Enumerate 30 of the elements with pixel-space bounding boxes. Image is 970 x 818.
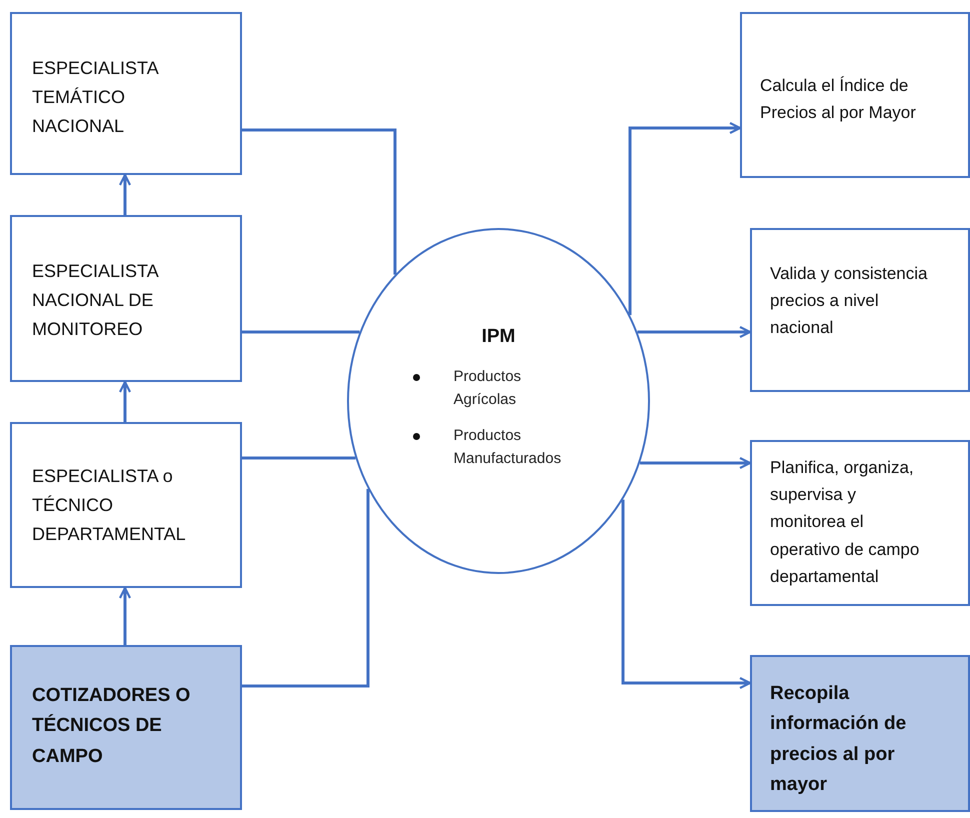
bullet-text: Productos Agrícolas: [454, 367, 522, 410]
arrow: [118, 380, 132, 422]
connector-line: [242, 488, 370, 688]
box-text: ESPECIALISTA TEMÁTICO NACIONAL: [32, 57, 160, 138]
connector-line: [242, 330, 360, 334]
box-text: COTIZADORES O TÉCNICOS DE CAMPO: [32, 684, 192, 769]
role-box: [10, 422, 242, 588]
arrow: [118, 174, 132, 215]
role-box: [750, 228, 970, 392]
role-box: [10, 215, 242, 382]
box-text: Recopila información de precios al por mayor: [770, 682, 908, 798]
arrow: [640, 456, 752, 470]
arrow: [628, 122, 742, 316]
box-text: ESPECIALISTA NACIONAL DE MONITOREO: [32, 260, 160, 341]
bullet-text: Productos Manufacturados: [454, 426, 562, 468]
role-box: [10, 12, 242, 175]
arrow: [622, 500, 752, 690]
box-text: Calcula el Índice de Precios al por Mayor: [760, 75, 917, 124]
ellipse-title: IPM: [482, 326, 516, 348]
arrow: [637, 326, 752, 338]
highlighted-box: [10, 645, 242, 810]
role-box: [750, 440, 970, 606]
role-box: [740, 12, 970, 178]
connector-line: [242, 128, 396, 275]
connector-line: [242, 456, 356, 460]
highlighted-box: [750, 655, 970, 812]
box-text: Valida y consistencia precios a nivel nacional: [770, 263, 928, 340]
arrow: [118, 586, 132, 645]
box-text: ESPECIALISTA o TÉCNICO DEPARTAMENTAL: [32, 465, 187, 546]
box-text: Planifica, organiza, supervisa y monitorea el operativo de campo departamental: [770, 457, 920, 588]
